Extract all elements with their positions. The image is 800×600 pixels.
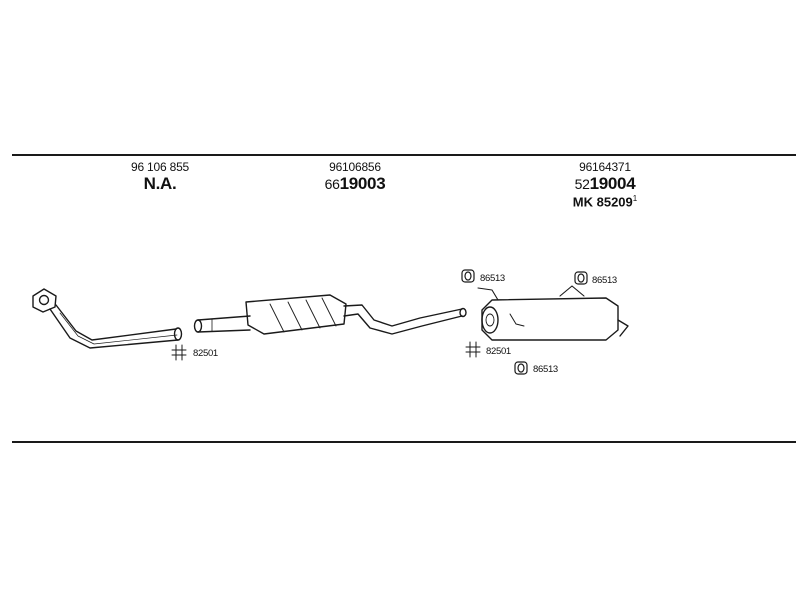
mount-bottom-label: 86513 (533, 364, 558, 375)
rear-hanger-left (477, 287, 499, 301)
rubber-mount-icon-top-left (461, 269, 475, 283)
front-pipe-outlet (173, 327, 183, 341)
rear-silencer-part-number: 5219004 (574, 174, 636, 193)
front-pipe-upper-edge (49, 308, 179, 349)
clamp-rear-icon (465, 341, 481, 358)
bottom-divider-line (12, 441, 796, 443)
front-pipe-flange-hole (38, 294, 50, 306)
mount-top-left-label: 86513 (480, 273, 505, 284)
middle-pipe-outlet (459, 307, 467, 318)
rear-silencer-inlet-end (481, 306, 499, 334)
rear-silencer-tailpipe (617, 319, 629, 337)
rear-hanger-top (559, 285, 585, 297)
clamp-front-label: 82501 (193, 348, 218, 359)
middle-pipe-upper (343, 304, 463, 327)
middle-pipe-inlet (193, 319, 203, 333)
front-pipe-drawing (32, 288, 183, 349)
middle-silencer-drawing (193, 294, 467, 335)
clamp-front-icon (171, 344, 187, 361)
rubber-mount-icon-top-right (574, 271, 588, 285)
clamp-rear-label: 82501 (486, 346, 511, 357)
rear-silencer-body (481, 297, 619, 341)
middle-silencer-oe-number: 96106856 (329, 160, 381, 174)
front-pipe-header: 96 106 855 N.A. (100, 160, 220, 194)
mounting-kit-number: MK 852091 (572, 194, 638, 210)
top-divider-line (12, 154, 796, 156)
rear-hanger-bottom (509, 313, 525, 327)
middle-silencer-part-number: 6619003 (324, 174, 386, 193)
middle-silencer-body (245, 294, 347, 335)
front-pipe-centerline (59, 312, 178, 345)
rear-silencer-oe-number: 96164371 (579, 160, 631, 174)
front-pipe-flange (32, 288, 57, 313)
rear-silencer-header: 96164371 5219004 MK 852091 (535, 160, 675, 209)
rear-silencer-drawing (477, 285, 629, 341)
front-pipe-part-number: N.A. (143, 174, 177, 193)
middle-silencer-header: 96106856 6619003 (295, 160, 415, 194)
mount-top-right-label: 86513 (592, 275, 617, 286)
middle-pipe-lower (343, 313, 463, 335)
rubber-mount-icon-bottom (514, 361, 528, 375)
front-pipe-oe-number: 96 106 855 (130, 160, 190, 174)
front-pipe-lower-edge (55, 304, 177, 341)
